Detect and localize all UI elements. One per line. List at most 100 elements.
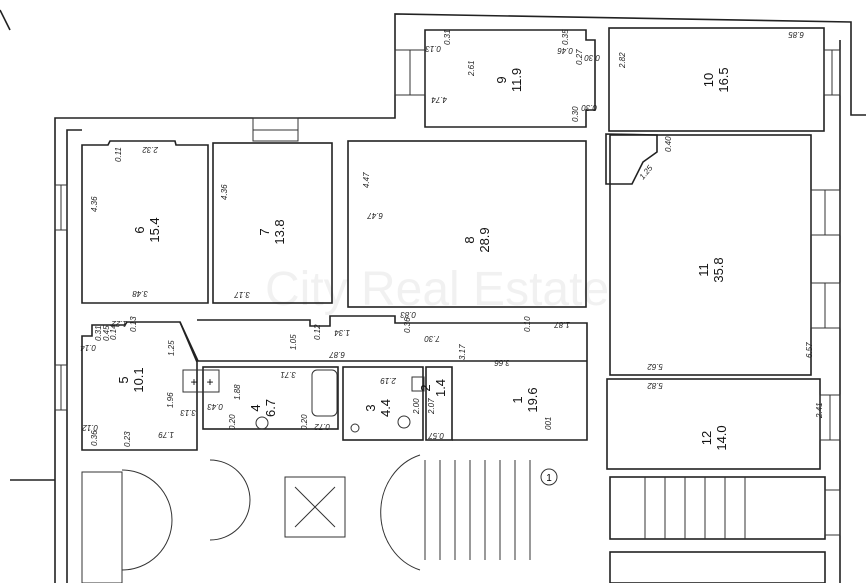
room-text: 16.5 — [716, 67, 731, 92]
dimension-label: 2.19 — [380, 376, 397, 385]
dimension-label: 0.13 — [129, 316, 138, 332]
room-text: 3 — [363, 404, 378, 411]
fixtures: ++ — [182, 369, 425, 433]
room-text: 35.8 — [711, 257, 726, 282]
dimension-label: 1.88 — [233, 384, 242, 400]
dimension-label: 1.22 — [111, 319, 127, 328]
dimension-label: 0.14 — [80, 343, 96, 352]
dimension-label: 1.96 — [166, 392, 175, 408]
room-text: 8 — [462, 236, 477, 243]
dimension-label: 3.48 — [132, 289, 148, 298]
room-text: 14.0 — [714, 425, 729, 450]
dimension-label: 0.23 — [123, 431, 132, 447]
dimension-label: 1.34 — [334, 328, 350, 337]
plan-line — [212, 142, 333, 304]
dimension-label: 3.66 — [494, 358, 510, 367]
stove-icon — [182, 369, 220, 393]
watermark: City Real Estate — [265, 263, 609, 316]
sink-icon — [350, 423, 360, 433]
room-text: 1 — [510, 396, 525, 403]
dimension-label: 0.10 — [523, 316, 532, 332]
dimension-label: 2.07 — [427, 398, 436, 415]
dimension-label: 0.12 — [313, 324, 322, 340]
dimension-label: 0.35 — [561, 29, 570, 45]
plan-line — [609, 551, 826, 583]
dimension-label: 0.45 — [102, 325, 111, 341]
dimension-label: 5.82 — [647, 381, 663, 390]
plan-line — [202, 366, 339, 430]
dimension-label: 0.12 — [82, 423, 98, 432]
toilet-icon — [255, 416, 269, 430]
room-text: 11 — [696, 263, 711, 277]
plan-line — [425, 366, 453, 441]
dimension-label: 3.71 — [280, 370, 296, 379]
dimension-label: 4.36 — [90, 196, 99, 212]
dimension-label: 4.36 — [220, 184, 229, 200]
dimension-label: 6.85 — [788, 30, 804, 39]
dimension-label: 7.30 — [424, 334, 440, 343]
room-text: 10.1 — [131, 367, 146, 392]
dimension-label: 0.20 — [300, 414, 309, 430]
room-text: 4.4 — [378, 399, 393, 417]
room-text: 12 — [699, 431, 714, 445]
dimension-label: 0.20 — [228, 414, 237, 430]
dimension-label: 2.32 — [142, 145, 159, 154]
dimension-label: 2.41 — [815, 402, 824, 419]
plan-line — [424, 29, 596, 128]
dimension-label: 6.47 — [367, 211, 383, 220]
room-text: 5 — [116, 376, 131, 383]
stair-marker: 1 — [546, 473, 552, 484]
dimension-label: 0.83 — [400, 310, 416, 319]
dimension-label: 3.17 — [458, 344, 467, 360]
dimension-label: 0.57 — [428, 431, 444, 440]
room-text: 6 — [132, 226, 147, 233]
plan-line — [81, 471, 123, 583]
room-text: 13.8 — [272, 219, 287, 244]
room-text: 28.9 — [477, 227, 492, 252]
room-text: 9 — [494, 76, 509, 83]
room-text: 19.6 — [525, 387, 540, 412]
bathtub-icon — [311, 369, 338, 417]
plan-line — [66, 129, 82, 583]
dimension-label: 1.05 — [289, 334, 298, 350]
plan-line — [209, 459, 251, 541]
stair-treads — [424, 460, 746, 560]
dimension-label: 0.31 — [94, 325, 103, 341]
dimension-label: 0.30 — [584, 53, 600, 62]
room-text: 10 — [701, 73, 716, 87]
dimension-label: 3.13 — [180, 408, 196, 417]
plan-line: + — [190, 375, 197, 389]
dimension-label: 6.57 — [805, 342, 814, 358]
plan-line — [342, 366, 424, 441]
dimension-label: 0.11 — [114, 147, 123, 162]
dimension-label: 0.30 — [581, 103, 597, 112]
room-text: 1.4 — [433, 379, 448, 397]
sink-icon — [411, 376, 425, 392]
dimension-label: 6.87 — [329, 350, 345, 359]
dimension-label: 0.30 — [571, 106, 580, 122]
dimension-label: 5.62 — [647, 362, 663, 371]
room-text: 7 — [257, 228, 272, 235]
dimension-label: 0.43 — [207, 402, 223, 411]
dimension-label: 0.31 — [443, 29, 452, 45]
dimension-label: 4.74 — [431, 95, 447, 104]
plan-line — [81, 140, 209, 304]
dimension-label: 2.00 — [412, 398, 421, 415]
plan-line — [0, 9, 11, 31]
door-tag: 001 — [544, 417, 553, 430]
plan-line — [284, 476, 346, 538]
plan-line — [54, 13, 866, 583]
plan-line — [606, 378, 821, 470]
plan-line — [347, 140, 587, 308]
dimension-label: 1.79 — [158, 430, 174, 439]
room-text: 4 — [248, 404, 263, 411]
windows — [54, 49, 841, 536]
